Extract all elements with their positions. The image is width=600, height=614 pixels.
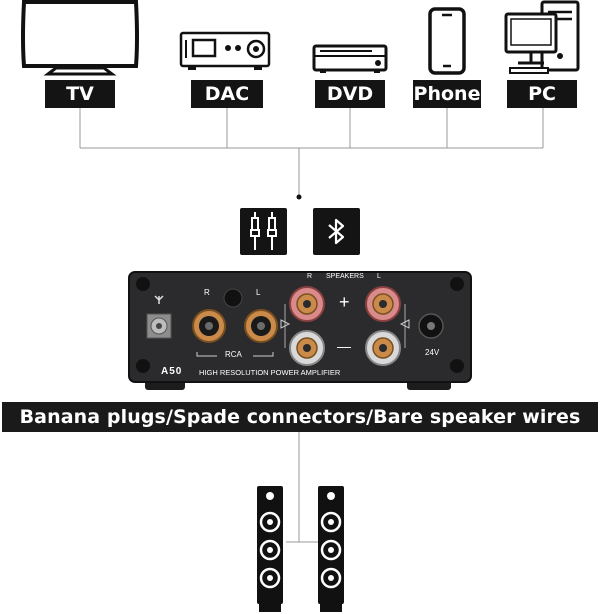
amplifier-body xyxy=(128,271,472,390)
rca-r-label: R xyxy=(204,288,210,297)
source-label-dvd: DVD xyxy=(315,80,385,108)
rca-l-label: L xyxy=(256,288,261,297)
speaker-r-label: R xyxy=(307,273,313,280)
source-label-tv: TV xyxy=(45,80,115,108)
pc-icon xyxy=(504,0,580,74)
bluetooth-icon xyxy=(313,208,360,255)
minus-label: — xyxy=(337,338,351,354)
tower-speaker-icon xyxy=(257,486,283,612)
power-label: 24V xyxy=(425,348,440,357)
connector-banner: Banana plugs/Spade connectors/Bare speak… xyxy=(2,402,598,432)
tower-speaker-icon xyxy=(318,486,344,612)
speakers-label: SPEAKERS xyxy=(326,273,364,280)
dac-icon xyxy=(179,31,271,70)
brand-logo: A50 xyxy=(161,366,183,377)
phone-icon xyxy=(428,7,466,75)
source-label-phone: Phone xyxy=(413,80,481,108)
rca-label: RCA xyxy=(225,350,242,359)
plus-label: + xyxy=(339,292,350,312)
dvd-player-icon xyxy=(312,44,388,73)
amp-subtitle: HIGH RESOLUTION POWER AMPLIFIER xyxy=(199,368,341,377)
tv-icon xyxy=(21,0,139,76)
amplifier: R L RCA R SPEAKERS L + — 24V A50 HIGH RE… xyxy=(125,270,475,392)
source-label-pc: PC xyxy=(507,80,577,108)
source-label-dac: DAC xyxy=(191,80,263,108)
speaker-l-label: L xyxy=(377,273,381,280)
rca-cable-icon xyxy=(240,208,287,255)
